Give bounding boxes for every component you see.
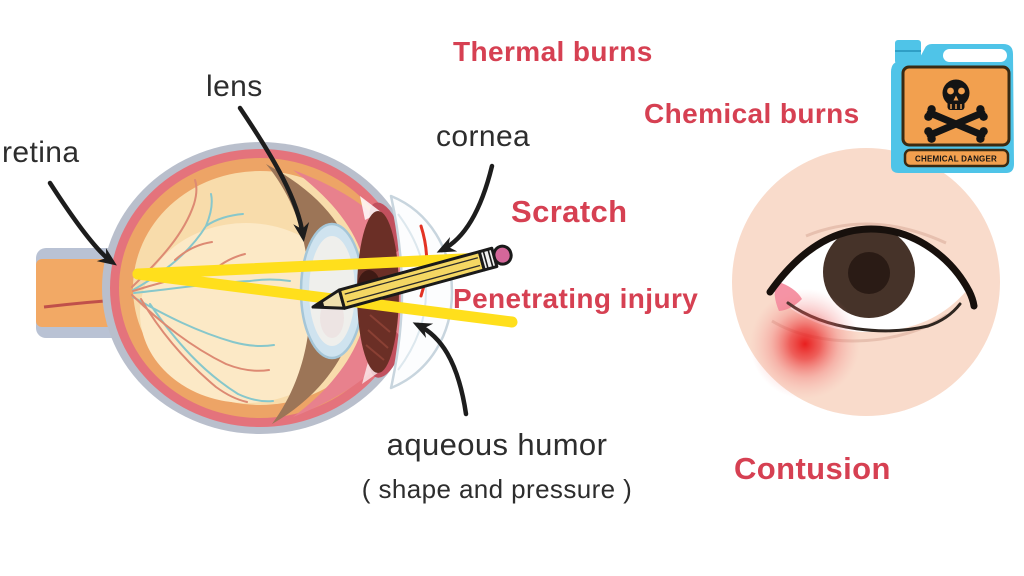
warning-strip	[903, 148, 1010, 168]
chemical-burns-label: Chemical burns	[644, 98, 860, 129]
contusion-label: Contusion	[734, 451, 891, 486]
upper-crease	[805, 222, 947, 245]
scratch-label: Scratch	[511, 194, 628, 229]
aqueous-humor-label: aqueous humor	[386, 427, 608, 462]
warning-strip-text: CHEMICAL DANGER	[915, 155, 997, 164]
lens-label: lens	[206, 70, 263, 103]
chemical-jug-icon: CHEMICAL DANGER	[891, 40, 1014, 173]
retina-arrow	[47, 180, 117, 266]
upper-eyelid	[766, 225, 978, 310]
contusion-spot	[750, 289, 860, 399]
cornea-label: cornea	[436, 120, 531, 153]
lens-arrow	[237, 105, 310, 242]
pencil-icon	[311, 244, 513, 310]
pupil	[848, 252, 890, 294]
retina-label: retina	[2, 136, 80, 169]
thermal-burns-label: Thermal burns	[453, 36, 653, 67]
eye-cross-section-illustration	[36, 105, 518, 434]
aqueous-humor-arrow	[412, 322, 469, 417]
penetrating-injury-label: Penetrating injury	[453, 283, 699, 314]
aqueous-humor-note: ( shape and pressure )	[361, 474, 633, 504]
label-arrows	[47, 105, 495, 417]
cornea-arrow	[436, 163, 495, 253]
skull-crossbones-icon	[924, 79, 988, 143]
injured-eye-illustration	[732, 148, 1000, 416]
